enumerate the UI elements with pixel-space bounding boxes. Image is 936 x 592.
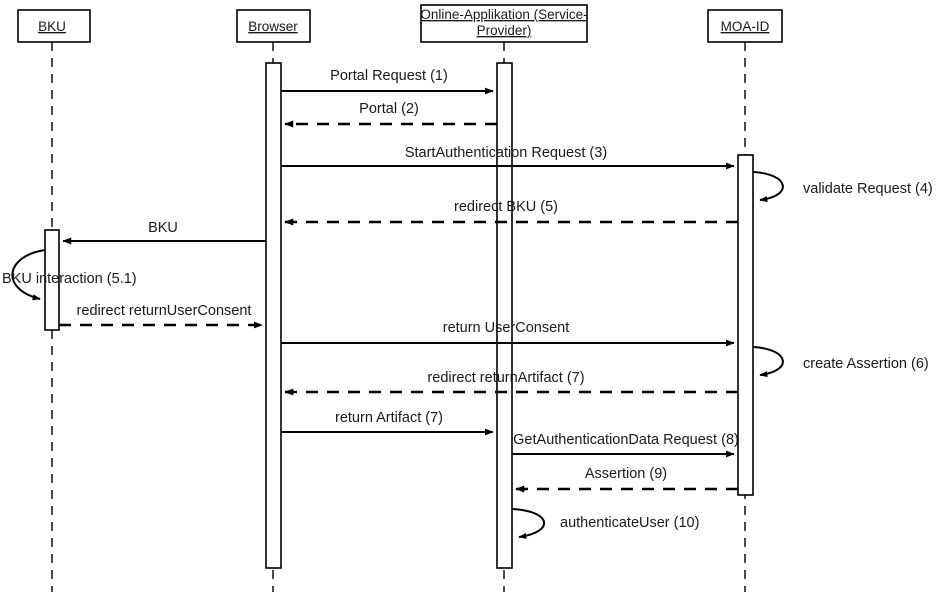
message-label-getauthenticationdata-request: GetAuthenticationData Request (8)	[513, 432, 739, 448]
message-arrow-authenticateuser	[511, 508, 545, 540]
participant-box-browser[interactable]	[236, 9, 311, 43]
message-bku[interactable]: BKU	[62, 220, 266, 245]
message-label-return-userconsent: return UserConsent	[443, 320, 570, 336]
activation-bar-online-applikation	[496, 62, 513, 569]
participant-box-online-applikation[interactable]	[420, 4, 588, 43]
message-validate-request[interactable]: validate Request (4)	[752, 171, 933, 203]
message-label-validate-request: validate Request (4)	[803, 181, 933, 197]
message-redirect-returnartifact[interactable]: redirect returnArtifact (7)	[284, 370, 738, 396]
participant-label-bku: BKU	[38, 19, 66, 34]
message-label-assertion: Assertion (9)	[585, 466, 667, 482]
activation-bar-browser	[265, 62, 282, 569]
message-label-create-assertion: create Assertion (6)	[803, 356, 929, 372]
message-startauthentication-request[interactable]: StartAuthentication Request (3)	[281, 145, 735, 170]
participant-headers: BKU Browser Online-Applikation (Service-…	[17, 4, 783, 43]
message-bku-interaction[interactable]: BKU interaction (5.1)	[2, 249, 137, 301]
participant-label-browser: Browser	[248, 19, 298, 34]
message-assertion[interactable]: Assertion (9)	[515, 466, 738, 493]
participant-box-bku[interactable]	[17, 9, 91, 43]
participant-online-applikation[interactable]: Online-Applikation (Service- Provider)	[420, 4, 588, 43]
participant-label-online-applikation-line2: Provider)	[477, 23, 532, 38]
message-arrow-validate-request	[752, 171, 784, 203]
message-portal-request[interactable]: Portal Request (1)	[281, 68, 494, 95]
participant-moa-id[interactable]: MOA-ID	[707, 9, 783, 43]
message-label-bku-interaction: BKU interaction (5.1)	[2, 271, 137, 287]
message-label-bku: BKU	[148, 220, 178, 236]
message-label-return-artifact: return Artifact (7)	[335, 410, 443, 426]
message-redirect-bku[interactable]: redirect BKU (5)	[284, 199, 738, 226]
message-authenticateuser[interactable]: authenticateUser (10)	[511, 508, 699, 540]
message-arrow-bku-interaction	[11, 249, 46, 301]
message-arrow-create-assertion	[752, 346, 784, 378]
message-label-redirect-returnuserconsent: redirect returnUserConsent	[77, 303, 252, 319]
participant-box-moa-id[interactable]	[707, 9, 783, 43]
message-label-startauthentication-request: StartAuthentication Request (3)	[405, 145, 607, 161]
participant-browser[interactable]: Browser	[236, 9, 311, 43]
message-getauthenticationdata-request[interactable]: GetAuthenticationData Request (8)	[512, 432, 739, 458]
participant-label-moa-id: MOA-ID	[721, 19, 770, 34]
message-label-redirect-bku: redirect BKU (5)	[454, 199, 558, 215]
activation-bars	[44, 62, 754, 569]
participant-bku[interactable]: BKU	[17, 9, 91, 43]
participant-label-online-applikation-line1: Online-Applikation (Service-	[420, 7, 587, 22]
message-portal[interactable]: Portal (2)	[284, 101, 497, 128]
message-return-artifact[interactable]: return Artifact (7)	[281, 410, 494, 436]
message-create-assertion[interactable]: create Assertion (6)	[752, 346, 929, 378]
activation-bar-moa-id	[737, 154, 754, 496]
message-label-redirect-returnartifact: redirect returnArtifact (7)	[427, 370, 584, 386]
message-return-userconsent[interactable]: return UserConsent	[281, 320, 735, 347]
message-label-portal-request: Portal Request (1)	[330, 68, 448, 84]
message-label-portal: Portal (2)	[359, 101, 419, 117]
message-redirect-returnuserconsent[interactable]: redirect returnUserConsent	[59, 303, 263, 329]
activation-bar-bku	[44, 229, 60, 331]
message-label-authenticateuser: authenticateUser (10)	[560, 515, 699, 531]
messages: Portal Request (1) Portal (2) StartAuthe…	[2, 68, 933, 540]
